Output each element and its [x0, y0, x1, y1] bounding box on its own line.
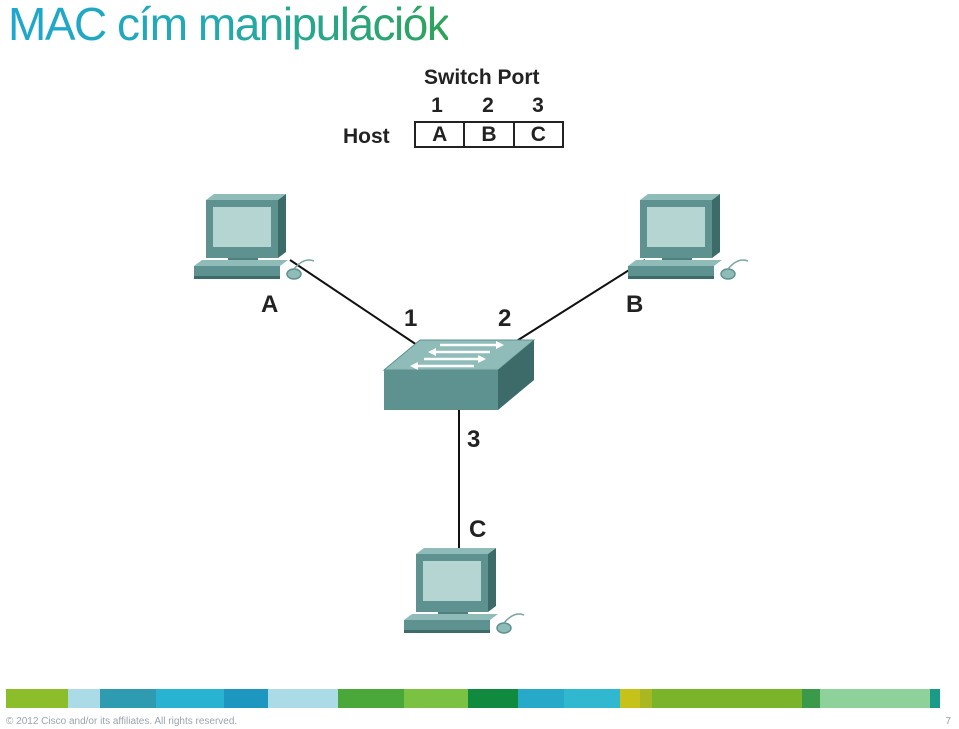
footer-stripe-segment [930, 689, 940, 708]
footer-stripe-segment [820, 689, 930, 708]
mac-table-port-1: 1 [431, 94, 443, 117]
footer-stripe-segment [468, 689, 518, 708]
copyright-notice: © 2012 Cisco and/or its affiliates. All … [6, 716, 238, 727]
footer-stripe-segment [6, 689, 68, 708]
switch-port-3-label: 3 [467, 426, 481, 453]
mac-address-table: A B C [414, 121, 564, 148]
footer-stripe-segment [268, 689, 338, 708]
footer-stripe-segment [68, 689, 100, 708]
switch-icon [382, 339, 536, 410]
footer-color-stripe [6, 689, 953, 708]
mac-table-cell-a: A [432, 122, 448, 146]
host-c-computer [403, 547, 525, 634]
mac-table-cell-c: C [512, 123, 562, 146]
page-number: 7 [945, 716, 951, 727]
footer-stripe-segment [640, 689, 652, 708]
host-a-computer [193, 193, 315, 280]
mac-table-port-2: 2 [482, 94, 494, 117]
mac-table-heading: Switch Port [424, 66, 540, 89]
footer-stripe-segment [404, 689, 468, 708]
switch-port-1-label: 1 [404, 305, 418, 332]
mac-table-row-label: Host [343, 125, 390, 148]
link-b-port2 [514, 259, 646, 343]
host-c-label: C [469, 516, 487, 543]
footer-stripe-segment [156, 689, 224, 708]
footer-stripe-segment [802, 689, 820, 708]
footer-stripe-segment [518, 689, 564, 708]
host-b-computer [627, 193, 749, 280]
footer-stripe-segment [652, 689, 802, 708]
footer-stripe-segment [100, 689, 156, 708]
footer-stripe-segment [620, 689, 640, 708]
mac-table-port-3: 3 [532, 94, 544, 117]
mac-table-cell-b: B [463, 123, 512, 146]
host-b-label: B [626, 291, 644, 318]
link-a-port1 [289, 259, 421, 348]
footer-stripe-segment [564, 689, 620, 708]
slide-title: MAC cím manipulációk [8, 0, 450, 52]
footer-stripe-segment [338, 689, 404, 708]
switch-port-2-label: 2 [498, 305, 512, 332]
host-a-label: A [261, 291, 279, 318]
footer-stripe-segment [224, 689, 268, 708]
